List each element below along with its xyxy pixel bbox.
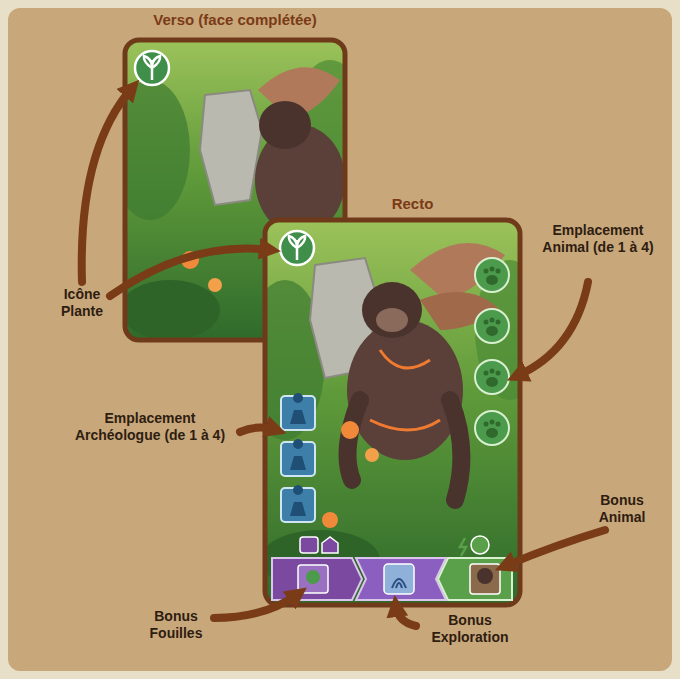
callout-label: Bonus Fouilles: [140, 608, 212, 642]
game-card: Recto: [265, 220, 520, 605]
card-heading: Recto: [392, 195, 434, 212]
callout-label: Emplacement Archéologue (de 1 à 4): [62, 410, 238, 444]
game-card: Verso (face complétée): [125, 40, 345, 340]
callout-label: Emplacement Animal (de 1 à 4): [542, 222, 654, 256]
callout-label: Bonus Animal: [582, 492, 662, 526]
callout-label: Bonus Exploration: [420, 612, 520, 646]
callout-label: Icône Plante: [47, 286, 117, 320]
card-heading: Verso (face complétée): [153, 11, 316, 28]
